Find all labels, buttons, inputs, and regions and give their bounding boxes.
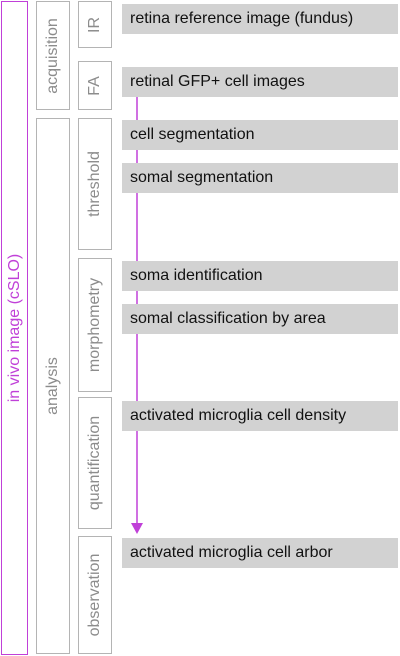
group-analysis: analysis (36, 118, 70, 654)
step-soma-identification: soma identification (122, 261, 398, 291)
step-retina-reference-image: retina reference image (fundus) (122, 4, 398, 34)
step-microglia-cell-arbor: activated microglia cell arbor (122, 538, 398, 568)
subgroup-fa: FA (78, 61, 112, 110)
subgroup-morphometry: morphometry (78, 258, 112, 392)
group-acquisition: acquisition (36, 1, 70, 110)
step-microglia-cell-density: activated microglia cell density (122, 401, 398, 431)
flow-arrowhead (131, 523, 143, 534)
step-somal-classification: somal classification by area (122, 304, 398, 334)
step-somal-segmentation: somal segmentation (122, 163, 398, 193)
subgroup-threshold: threshold (78, 118, 112, 250)
subgroup-quantification: quantification (78, 397, 112, 529)
subgroup-observation: observation (78, 536, 112, 654)
step-retinal-gfp-cell-images: retinal GFP+ cell images (122, 67, 398, 97)
outer-frame-in-vivo-image: in vivo image (cSLO) (1, 1, 28, 655)
subgroup-ir: IR (78, 1, 112, 48)
step-cell-segmentation: cell segmentation (122, 120, 398, 150)
